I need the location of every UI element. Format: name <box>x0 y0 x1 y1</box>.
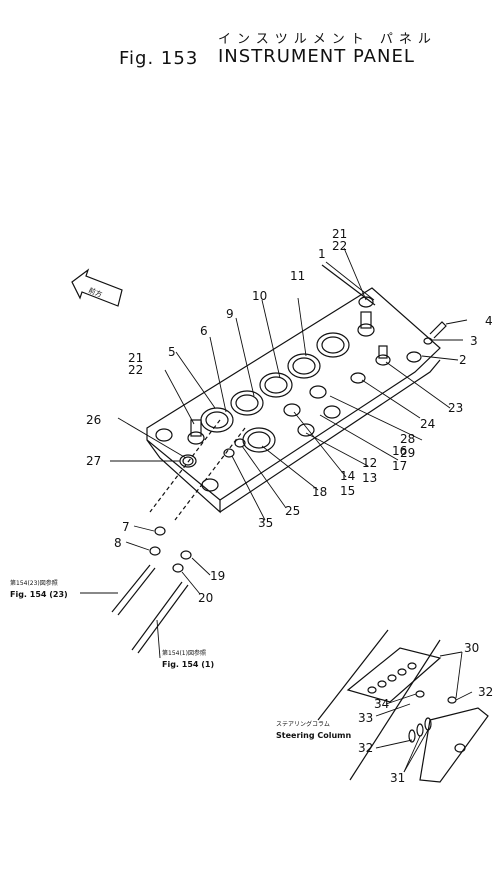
panel-body <box>146 264 441 514</box>
front-arrow <box>71 268 123 307</box>
callout-34: 34 <box>374 697 389 711</box>
callout-2: 2 <box>459 353 467 367</box>
callout-4: 4 <box>485 314 493 328</box>
callout-18: 18 <box>312 485 327 499</box>
callout-11: 11 <box>290 269 305 283</box>
callout-23: 23 <box>448 401 463 415</box>
reference-2-jp: 第154(1)図参照 <box>162 649 206 657</box>
callout-5: 5 <box>168 345 176 359</box>
callout-26: 26 <box>86 413 101 427</box>
callout-35: 35 <box>258 516 273 530</box>
callout-16: 16 <box>392 444 407 458</box>
front-arrow-label: 前方 <box>87 286 103 300</box>
steering-en: Steering Column <box>276 731 351 740</box>
callout-21-top: 21 <box>332 227 347 241</box>
reference-1-en: Fig. 154 (23) <box>10 590 68 599</box>
callout-22-top: 22 <box>332 239 347 253</box>
figure-number: Fig. 153 <box>119 48 199 69</box>
callout-15: 15 <box>340 484 355 498</box>
callout-9: 9 <box>226 307 234 321</box>
callout-3: 3 <box>470 334 478 348</box>
callout-12: 12 <box>362 456 377 470</box>
callout-6: 6 <box>200 324 208 338</box>
reference-2-en: Fig. 154 (1) <box>162 660 214 669</box>
steering-jp: ステアリングコラム <box>276 720 330 728</box>
callout-8: 8 <box>114 536 122 550</box>
callout-33: 33 <box>358 711 373 725</box>
callout-28: 28 <box>400 432 415 446</box>
callout-29: 29 <box>400 446 415 460</box>
callout-13: 13 <box>362 471 377 485</box>
callout-32-left: 32 <box>358 741 373 755</box>
callout-1: 1 <box>318 247 326 261</box>
callout-24: 24 <box>420 417 435 431</box>
callout-labels: 1 2 3 4 5 6 7 8 9 10 11 12 13 14 15 16 1… <box>86 227 493 785</box>
leader-lines <box>80 247 473 773</box>
callout-17: 17 <box>392 459 407 473</box>
callout-7: 7 <box>122 520 130 534</box>
callout-31: 31 <box>390 771 405 785</box>
figure-title: INSTRUMENT PANEL <box>218 46 415 67</box>
steering-column <box>317 629 489 783</box>
callout-20: 20 <box>198 591 213 605</box>
callout-21-left: 21 <box>128 351 143 365</box>
callout-27: 27 <box>86 454 101 468</box>
callout-30: 30 <box>464 641 479 655</box>
callout-19: 19 <box>210 569 225 583</box>
callout-14: 14 <box>340 469 355 483</box>
title-japanese: インスツルメント パネル <box>218 32 437 47</box>
gauge-group <box>155 296 374 492</box>
reference-1-jp: 第154(23)図参照 <box>10 579 58 587</box>
callout-25: 25 <box>285 504 300 518</box>
reference-notes: 第154(23)図参照 Fig. 154 (23) 第154(1)図参照 Fig… <box>10 579 351 740</box>
callout-10: 10 <box>252 289 267 303</box>
lower-parts <box>111 526 192 654</box>
switch-group <box>179 311 447 468</box>
callout-32-right: 32 <box>478 685 493 699</box>
callout-22-left: 22 <box>128 363 143 377</box>
